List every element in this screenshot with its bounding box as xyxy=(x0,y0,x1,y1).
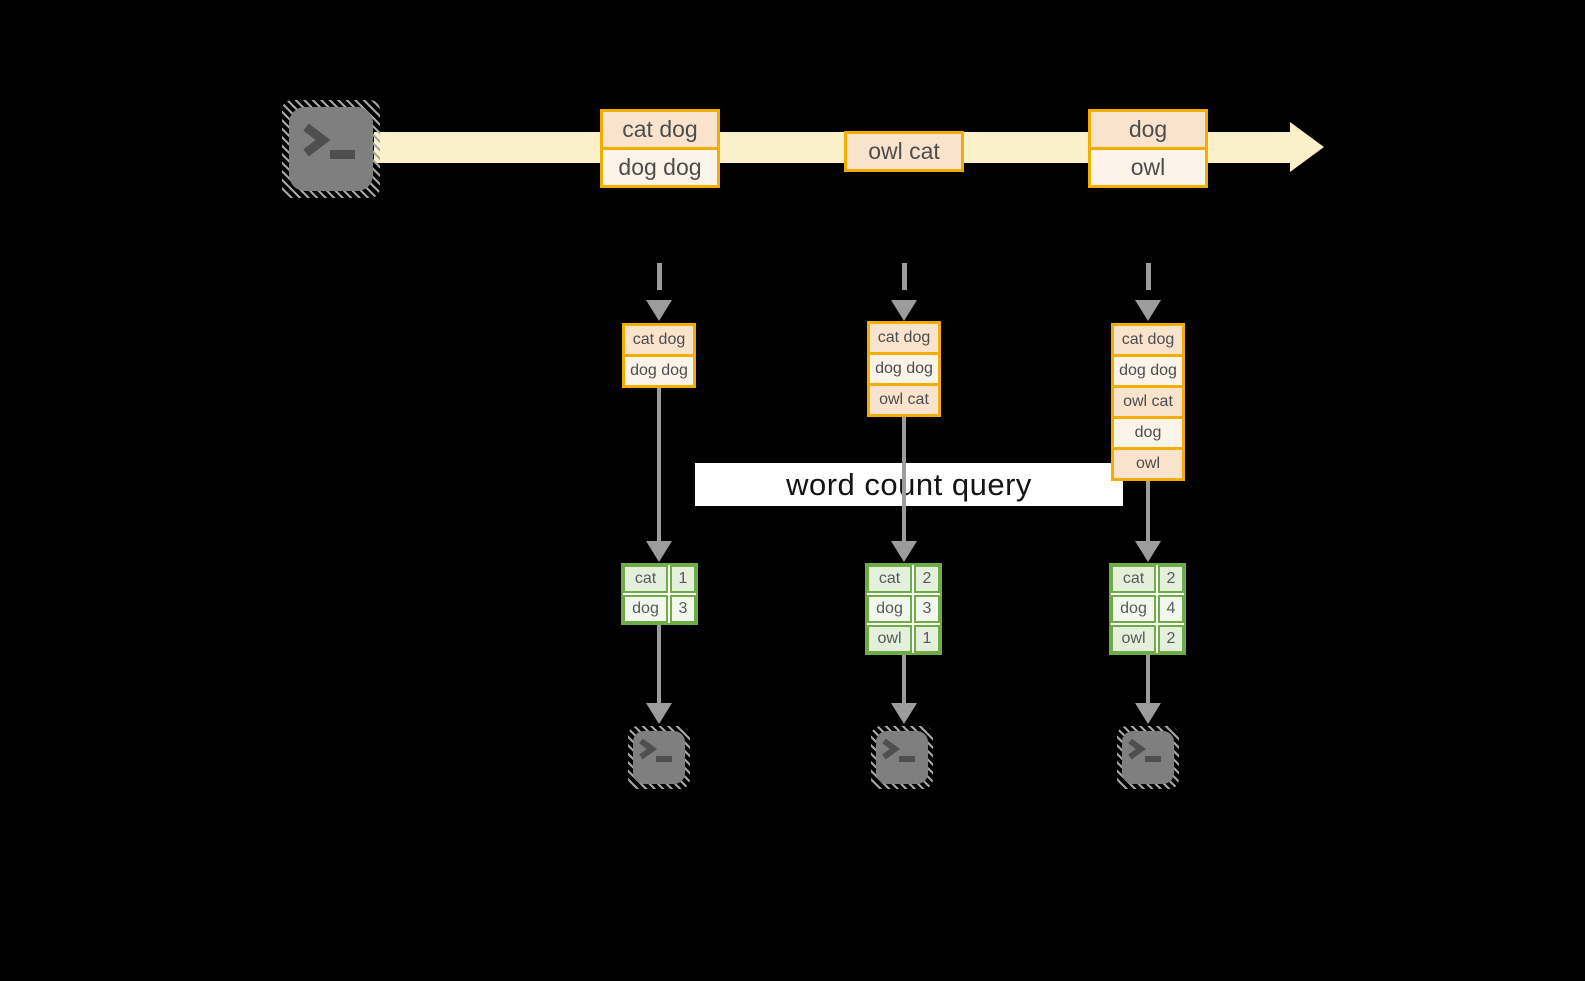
state-buffer-box: cat dog dog dog xyxy=(622,323,696,388)
word-cell: dog xyxy=(867,595,912,623)
state-buffer-row: owl xyxy=(1114,447,1182,478)
stream-message-row: dog dog xyxy=(603,147,717,185)
count-cell: 1 xyxy=(670,565,696,593)
arrow-head-icon xyxy=(646,703,672,724)
word-cell: owl xyxy=(867,625,912,653)
word-cell: cat xyxy=(1111,565,1156,593)
connector-line xyxy=(657,386,661,543)
terminal-sink-icon xyxy=(871,726,933,789)
count-cell: 3 xyxy=(914,595,940,623)
ingest-arrow-dash xyxy=(1146,263,1151,290)
state-buffer-row: cat dog xyxy=(870,324,938,352)
ingest-arrow-dash xyxy=(902,263,907,290)
arrow-head-icon xyxy=(1135,703,1161,724)
word-cell: owl xyxy=(1111,625,1156,653)
stream-message-box: dog owl xyxy=(1088,109,1208,188)
count-cell: 2 xyxy=(1158,565,1184,593)
arrow-head-icon xyxy=(891,541,917,562)
stream-arrow-head xyxy=(1290,122,1324,172)
stream-message-row: owl xyxy=(1091,147,1205,185)
connector-line xyxy=(657,625,661,705)
arrow-head-icon xyxy=(1135,541,1161,562)
ingest-arrow-head xyxy=(891,300,917,321)
state-buffer-row: dog dog xyxy=(1114,354,1182,385)
query-banner: word count query xyxy=(695,463,1123,506)
state-buffer-row: owl cat xyxy=(870,383,938,414)
word-cell: cat xyxy=(867,565,912,593)
word-cell: dog xyxy=(623,595,668,623)
stream-message-row: dog xyxy=(1091,112,1205,147)
stream-message-row: owl cat xyxy=(847,134,961,169)
terminal-prompt-glyph-icon xyxy=(882,738,915,762)
state-buffer-box: cat dog dog dog owl cat dog owl xyxy=(1111,323,1185,481)
arrow-head-icon xyxy=(646,541,672,562)
connector-line xyxy=(902,655,906,705)
count-cell: 2 xyxy=(914,565,940,593)
ingest-arrow-dash xyxy=(657,263,662,290)
word-count-table: cat 2 dog 3 owl 1 xyxy=(865,563,942,655)
count-cell: 1 xyxy=(914,625,940,653)
terminal-sink-icon xyxy=(628,726,690,789)
state-buffer-row: dog dog xyxy=(625,354,693,385)
count-cell: 2 xyxy=(1158,625,1184,653)
stream-message-row: cat dog xyxy=(603,112,717,147)
connector-line xyxy=(1146,479,1150,543)
terminal-prompt-glyph-icon xyxy=(303,123,355,159)
query-banner-label: word count query xyxy=(786,466,1032,502)
word-count-table: cat 2 dog 4 owl 2 xyxy=(1109,563,1186,655)
ingest-arrow-head xyxy=(1135,300,1161,321)
arrow-head-icon xyxy=(891,703,917,724)
terminal-source-icon xyxy=(282,100,380,198)
state-buffer-row: dog dog xyxy=(870,352,938,383)
ingest-arrow-head xyxy=(646,300,672,321)
state-buffer-row: cat dog xyxy=(625,326,693,354)
count-cell: 3 xyxy=(670,595,696,623)
terminal-prompt-glyph-icon xyxy=(639,738,672,762)
state-buffer-row: cat dog xyxy=(1114,326,1182,354)
terminal-prompt-glyph-icon xyxy=(1128,738,1161,762)
connector-line xyxy=(902,415,906,543)
stream-message-box: owl cat xyxy=(844,131,964,172)
state-buffer-row: dog xyxy=(1114,416,1182,447)
stream-message-box: cat dog dog dog xyxy=(600,109,720,188)
state-buffer-row: owl cat xyxy=(1114,385,1182,416)
word-cell: dog xyxy=(1111,595,1156,623)
count-cell: 4 xyxy=(1158,595,1184,623)
connector-line xyxy=(1146,655,1150,705)
terminal-body xyxy=(289,107,373,191)
terminal-sink-icon xyxy=(1117,726,1179,789)
state-buffer-box: cat dog dog dog owl cat xyxy=(867,321,941,417)
word-count-table: cat 1 dog 3 xyxy=(621,563,698,625)
word-cell: cat xyxy=(623,565,668,593)
